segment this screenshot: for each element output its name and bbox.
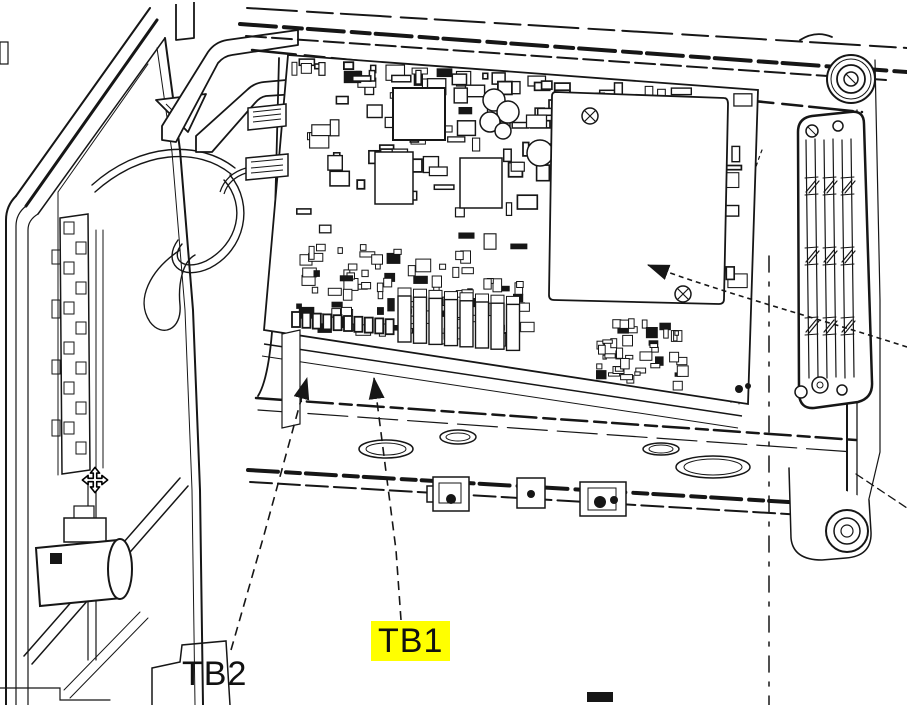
enclosure-body: [238, 7, 907, 705]
label-tb2: TB2: [182, 655, 248, 693]
large-ic: [374, 87, 503, 209]
floor-conduit-holes: [358, 429, 751, 479]
screw-boss-bottom-right: [788, 467, 872, 561]
hinge-column: [794, 110, 874, 410]
door-display-board: [51, 213, 104, 661]
terminal-block-tb1: [397, 287, 521, 352]
board-connectors: [219, 103, 289, 195]
tb1-arrow: [368, 377, 402, 621]
callout-arrows: [230, 264, 907, 651]
terminal-block-tb2: [291, 311, 395, 336]
door-bottom-hardware: [0, 477, 231, 705]
wire-harness: [91, 148, 245, 331]
move-cursor-icon: [81, 466, 109, 494]
capacitor-cluster: [479, 88, 554, 167]
cable-clamps: [426, 476, 627, 517]
label-tb1: TB1: [371, 621, 451, 661]
screw-boss-top-right: [826, 54, 876, 104]
cover-panel: [548, 91, 729, 305]
door-assembly: [0, 7, 245, 705]
panel-arrow: [647, 264, 907, 348]
tb2-arrow: [230, 377, 310, 651]
panel-screw-top: [581, 107, 599, 125]
panel-screw-bottom: [674, 285, 692, 303]
